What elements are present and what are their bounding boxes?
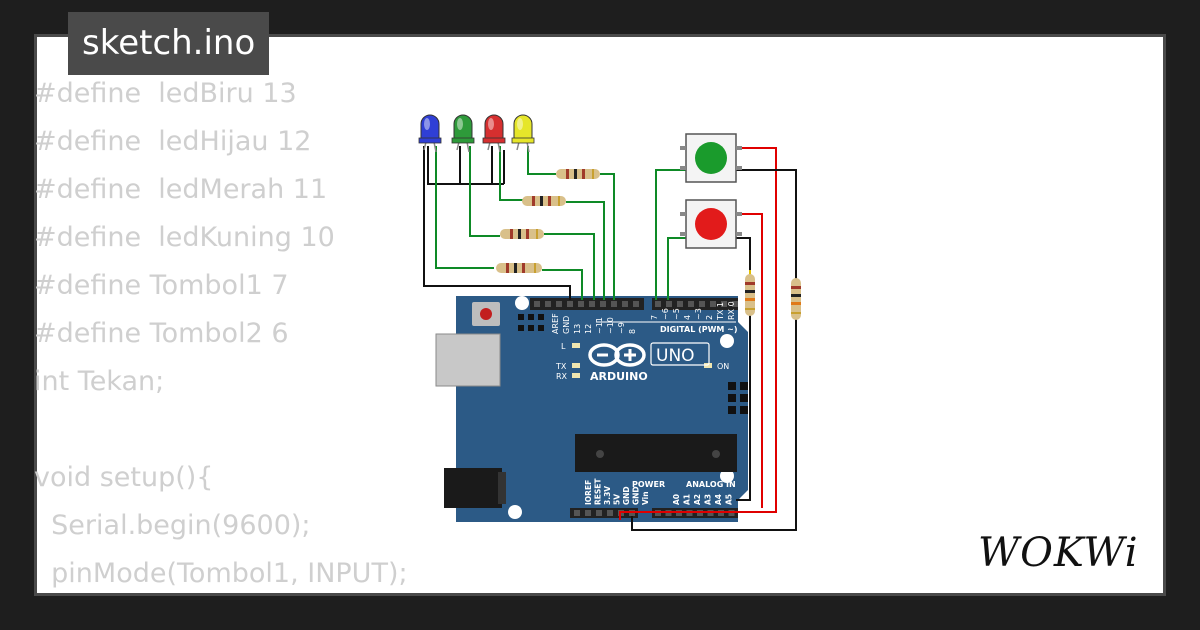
analog-pin-label: A5 [725,494,734,505]
power-pin-label: GND [632,486,641,505]
code-line: pinMode(Tombol1, INPUT); [34,558,408,589]
mount-hole [515,296,529,310]
digital-pin-label: TX 1 [716,302,725,321]
uno-label: UNO [656,346,695,366]
code-line: #define ledKuning 10 [34,222,335,253]
power-pin-label: RESET [594,478,603,505]
led-red[interactable] [482,114,506,153]
digital-pin-label: ~3 [694,308,703,320]
digital-pin-label: 12 [584,324,593,334]
wires [423,146,797,531]
analog-pin-label: A1 [683,494,692,505]
power-pin-label: GND [622,486,631,505]
digital-pin-label: ~6 [661,308,670,320]
digital-pin-label: RX 0 [727,301,736,320]
led-label-tx: TX [555,362,567,371]
analog-pin-label: A0 [672,494,681,505]
power-pin-label: 5V [613,494,622,505]
power-pin-label: 3.3V [603,486,612,505]
power-label: POWER [632,480,665,489]
digital-pin-label: ~5 [672,308,681,320]
power-pin-label: Vin [641,491,650,505]
analog-pin-label: A2 [693,494,702,505]
digital-pin-label: 8 [628,329,637,334]
on-label: ON [717,362,729,371]
resistor [496,263,542,273]
led-yellow[interactable] [511,114,535,153]
power-header [570,508,638,518]
resistor [556,169,600,179]
digital-pin-label: 4 [683,315,692,320]
wokwi-logo: WOKWi [978,530,1139,576]
code-line: #define ledBiru 13 [34,78,297,109]
pushbutton-green[interactable] [680,133,742,183]
digital-pin-label: ~11 [595,317,604,334]
code-line: int Tekan; [34,366,165,397]
digital-pin-label: 7 [650,315,659,320]
digital-pin-label: 13 [573,324,582,334]
code-line: #define ledMerah 11 [34,174,328,205]
digital-header-right [652,298,738,310]
pushbutton-red[interactable] [680,199,742,249]
led-blue[interactable] [418,114,442,153]
code-editor[interactable]: #define ledBiru 13 #define ledHijau 12 #de… [34,70,434,598]
power-jack [444,468,502,508]
file-tab[interactable]: sketch.ino [68,12,270,75]
analog-label: ANALOG IN [686,480,736,489]
code-line: void setup(){ [34,462,214,493]
code-line: #define Tombol1 7 [34,270,289,301]
mount-hole [720,334,734,348]
led-green[interactable] [451,114,475,153]
digital-pin-label: AREF [551,313,560,334]
resistor [522,196,566,206]
wokwi-logo-text: WOKWi [978,530,1139,576]
power-pin-label: IOREF [584,480,593,505]
digital-pin-label: 2 [705,315,714,320]
led-label-l: L [561,342,566,351]
digital-pin-label: GND [562,316,571,334]
analog-pin-label: A3 [704,494,713,505]
led-label-rx: RX [556,372,568,381]
usb-port [435,333,501,387]
arduino-logo: ARDUINO UNO [588,342,710,383]
code-line: Serial.begin(9600); [34,510,311,541]
digital-label: DIGITAL (PWM ~) [660,325,738,334]
digital-pin-label: ~9 [617,322,626,334]
resistor [745,274,755,316]
resistor [791,278,801,320]
mount-hole [508,505,522,519]
mount-hole [720,469,734,483]
resistor [500,229,544,239]
arduino-brand: ARDUINO [590,370,648,383]
digital-pin-label: ~10 [606,317,615,334]
analog-pin-label: A4 [714,494,723,505]
code-line: #define ledHijau 12 [34,126,312,157]
code-line: #define Tombol2 6 [34,318,289,349]
